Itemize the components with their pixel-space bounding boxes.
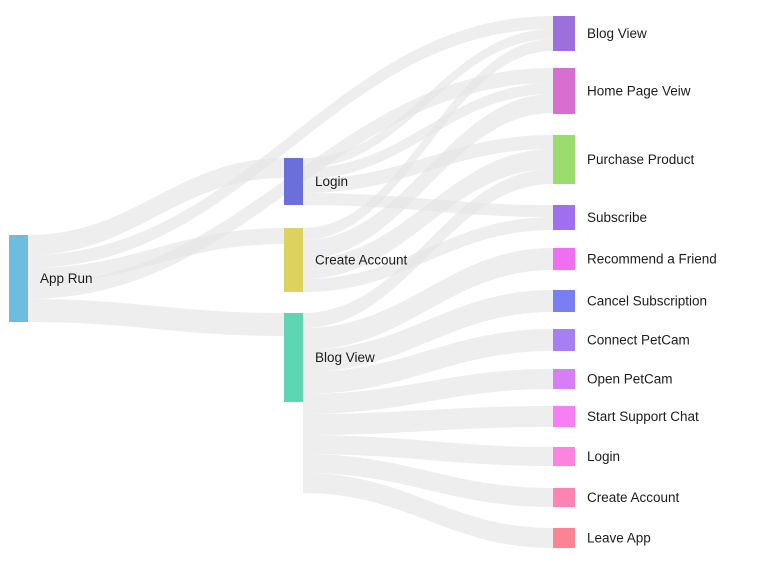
sankey-link-app_run-to-out_blog_view[interactable] xyxy=(28,16,553,268)
sankey-node-label-mid_login: Login xyxy=(315,174,348,189)
sankey-link-mid_blog_view-to-out_purchase_product[interactable] xyxy=(303,169,553,328)
sankey-link-app_run-to-mid_blog_view[interactable] xyxy=(28,299,284,336)
sankey-node-label-out_recommend_friend: Recommend a Friend xyxy=(587,252,717,267)
sankey-link-mid_blog_view-to-out_open_petcam[interactable] xyxy=(303,369,553,414)
sankey-node-label-out_open_petcam: Open PetCam xyxy=(587,372,673,387)
sankey-link-mid_blog_view-to-out_create_account[interactable] xyxy=(303,454,553,507)
sankey-node-app_run[interactable] xyxy=(9,235,28,322)
sankey-node-label-out_home_page_veiw: Home Page Veiw xyxy=(587,84,691,99)
sankey-node-out_recommend_friend[interactable] xyxy=(553,248,575,270)
sankey-node-label-out_cancel_sub: Cancel Subscription xyxy=(587,294,707,309)
sankey-node-label-out_start_support: Start Support Chat xyxy=(587,409,699,424)
sankey-nodes-group xyxy=(9,16,575,548)
sankey-node-out_cancel_sub[interactable] xyxy=(553,290,575,312)
sankey-node-out_purchase_product[interactable] xyxy=(553,135,575,184)
sankey-node-out_blog_view[interactable] xyxy=(553,16,575,51)
sankey-link-mid_create_account-to-out_home_page_veiw[interactable] xyxy=(303,94,553,259)
sankey-link-mid_blog_view-to-out_leave_app[interactable] xyxy=(303,473,553,548)
sankey-link-mid_login-to-out_purchase_product[interactable] xyxy=(303,135,553,193)
sankey-node-out_open_petcam[interactable] xyxy=(553,369,575,389)
sankey-node-label-mid_blog_view: Blog View xyxy=(315,350,375,365)
sankey-link-mid_blog_view-to-out_cancel_sub[interactable] xyxy=(303,290,553,372)
sankey-node-out_home_page_veiw[interactable] xyxy=(553,68,575,114)
sankey-node-out_create_account[interactable] xyxy=(553,488,575,507)
sankey-node-mid_create_account[interactable] xyxy=(284,228,303,292)
sankey-link-app_run-to-mid_login[interactable] xyxy=(28,158,284,255)
sankey-link-mid_blog_view-to-out_recommend_friend[interactable] xyxy=(303,248,553,350)
sankey-link-mid_blog_view-to-out_start_support[interactable] xyxy=(303,406,553,435)
sankey-link-mid_create_account-to-out_blog_view[interactable] xyxy=(303,39,553,240)
sankey-link-mid_blog_view-to-out_connect_petcam[interactable] xyxy=(303,329,553,394)
sankey-node-label-mid_create_account: Create Account xyxy=(315,253,408,268)
sankey-link-mid_blog_view-to-out_login[interactable] xyxy=(303,435,553,466)
sankey-link-app_run-to-mid_create_account[interactable] xyxy=(28,228,284,284)
sankey-node-out_subscribe[interactable] xyxy=(553,205,575,230)
sankey-node-out_connect_petcam[interactable] xyxy=(553,329,575,351)
sankey-node-label-out_purchase_product: Purchase Product xyxy=(587,152,695,167)
sankey-link-mid_create_account-to-out_purchase_product[interactable] xyxy=(303,149,553,279)
sankey-node-mid_login[interactable] xyxy=(284,158,303,205)
sankey-node-label-out_subscribe: Subscribe xyxy=(587,210,647,225)
sankey-node-out_start_support[interactable] xyxy=(553,406,575,427)
sankey-node-label-app_run: App Run xyxy=(40,271,93,286)
sankey-link-mid_login-to-out_home_page_veiw[interactable] xyxy=(303,83,553,179)
sankey-node-out_leave_app[interactable] xyxy=(553,528,575,548)
sankey-node-label-out_blog_view: Blog View xyxy=(587,26,647,41)
sankey-node-mid_blog_view[interactable] xyxy=(284,313,303,402)
sankey-node-out_login[interactable] xyxy=(553,447,575,466)
sankey-node-label-out_login: Login xyxy=(587,449,620,464)
sankey-node-label-out_create_account: Create Account xyxy=(587,490,680,505)
sankey-link-mid_login-to-out_blog_view[interactable] xyxy=(303,29,553,168)
sankey-node-label-out_connect_petcam: Connect PetCam xyxy=(587,333,690,348)
sankey-node-label-out_leave_app: Leave App xyxy=(587,531,651,546)
